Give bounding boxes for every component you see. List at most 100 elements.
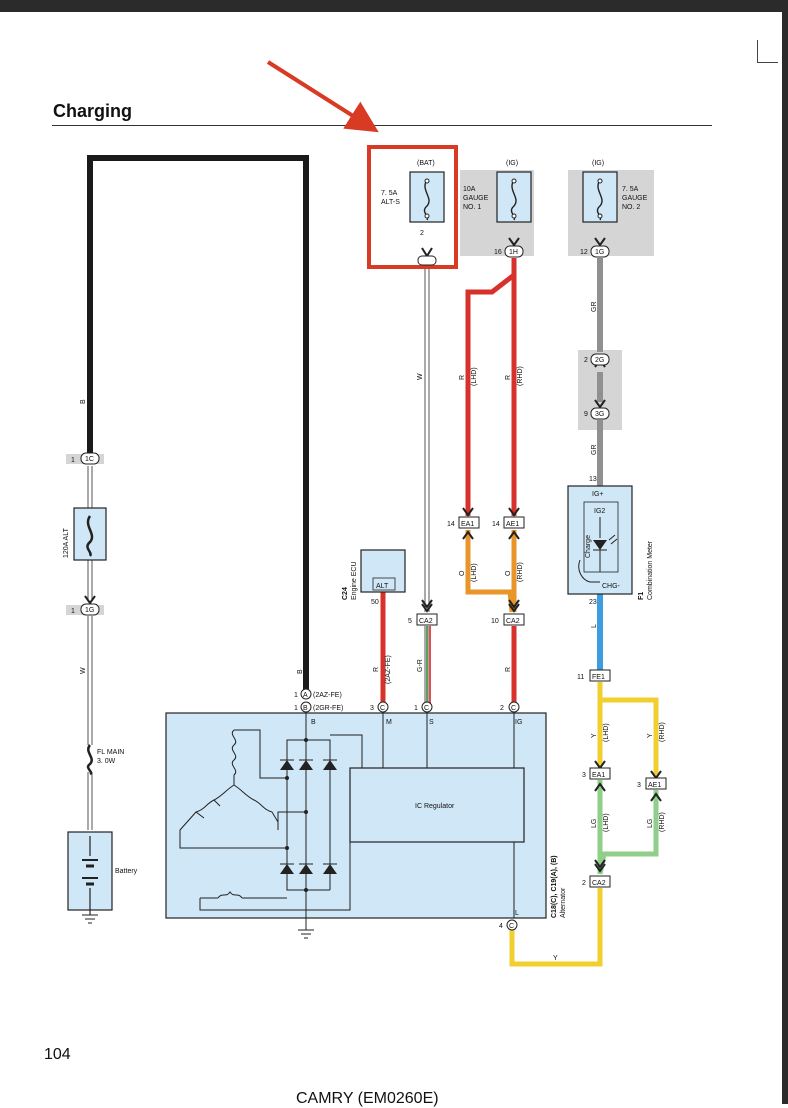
alternator-terminal-a: 1 A (2AZ-FE): [294, 688, 342, 700]
svg-text:(2AZ-FE): (2AZ-FE): [313, 692, 342, 699]
wire-label-lhd-1: (LHD): [471, 367, 478, 386]
alt-terminal-ig: IG: [515, 719, 522, 726]
combination-meter: IG+ IG2 Charge CHG- F1 Combination Meter: [567, 485, 654, 600]
ecu-code: C24: [342, 587, 349, 600]
meter-chg-minus: CHG-: [602, 583, 621, 590]
fuse-gauge2-rating: 7. 5A: [622, 186, 639, 193]
wire-label-2az: (2AZ-FE): [385, 655, 392, 684]
connector-ae1-top: 14 AE1: [492, 507, 525, 540]
svg-text:EA1: EA1: [592, 772, 605, 779]
wire-label-y-lhd: Y: [591, 733, 598, 738]
alternator-terminal-m: 3 C: [370, 701, 389, 713]
ecu-pin-50: 50: [371, 599, 379, 606]
battery-label: Battery: [115, 868, 138, 875]
connector-ca2-l: 2 CA2: [582, 859, 611, 888]
fuse-gauge2-name1: GAUGE: [622, 195, 648, 202]
alternator-codes: C18(C), C19(A), (B): [551, 855, 558, 918]
wire-label-rhd-4: (RHD): [659, 812, 666, 832]
wire-yellow-l: [509, 888, 603, 967]
fuse-gauge2-pin: 12: [580, 249, 588, 256]
meter-pin-13: 13: [589, 476, 597, 483]
title-rule: [52, 125, 712, 126]
svg-text:(2GR-FE): (2GR-FE): [313, 705, 343, 712]
connector-ca2-ig: 10 CA2: [491, 599, 525, 626]
fuse-120a-label: 120A ALT: [63, 527, 70, 558]
fuse-alt-s-source: (BAT): [417, 160, 435, 167]
svg-text:3: 3: [370, 705, 374, 712]
svg-text:1C: 1C: [85, 456, 94, 463]
wire-label-b-right: B: [297, 669, 304, 674]
fuse-gauge1-rating: 10A: [463, 186, 476, 193]
wire-label-y-rhd: Y: [647, 733, 654, 738]
fuse-gauge2-conn: 1G: [595, 249, 604, 256]
fuse-gauge1-name2: NO. 1: [463, 204, 481, 211]
ecu-terminal: ALT: [376, 583, 389, 590]
connector-3g: 9 3G: [584, 399, 610, 420]
alternator-terminal-b: 1 B (2GR-FE): [294, 701, 343, 713]
wire-label-lg-lhd: LG: [591, 819, 598, 828]
window-right-bar: [782, 0, 788, 1104]
wire-label-rhd-1: (RHD): [517, 366, 524, 386]
svg-text:CA2: CA2: [592, 880, 606, 887]
svg-text:FE1: FE1: [592, 674, 605, 681]
svg-text:1: 1: [71, 608, 75, 615]
svg-text:C: C: [424, 705, 429, 712]
wire-label-gr-bottom: GR: [591, 445, 598, 456]
meter-code: F1: [638, 592, 645, 600]
ecu-name: Engine ECU: [351, 561, 358, 600]
highlight-box: [367, 145, 458, 269]
wire-label-r-lhd: R: [459, 375, 466, 380]
svg-text:1: 1: [294, 692, 298, 699]
svg-text:CA2: CA2: [506, 618, 520, 625]
svg-text:2: 2: [584, 357, 588, 364]
svg-text:1G: 1G: [85, 607, 94, 614]
svg-text:10: 10: [491, 618, 499, 625]
wire-label-lg-rhd: LG: [647, 819, 654, 828]
alternator: B M S IG L: [165, 712, 567, 939]
connector-ea1-bottom: 3 EA1: [582, 760, 611, 792]
fuse-alt-s: (BAT) 7. 5A ALT-S 2: [381, 160, 445, 266]
fuse-alt-s-pin: 2: [420, 230, 424, 237]
svg-text:14: 14: [447, 521, 455, 528]
svg-text:A: A: [303, 692, 308, 699]
wire-label-w: W: [417, 373, 424, 380]
wire-label-lhd-2: (LHD): [471, 563, 478, 582]
page-number: 104: [44, 1046, 71, 1063]
fuse-gauge1-conn: 1H: [509, 249, 518, 256]
wire-label-rhd-2: (RHD): [517, 562, 524, 582]
alternator-terminal-s: 1 C: [414, 701, 433, 713]
fl-main-rating: 3. 0W: [97, 758, 116, 765]
fl-main-name: FL MAIN: [97, 749, 124, 756]
svg-text:EA1: EA1: [461, 521, 474, 528]
svg-text:AE1: AE1: [506, 521, 519, 528]
svg-text:1: 1: [414, 705, 418, 712]
svg-text:2: 2: [500, 705, 504, 712]
wire-black-b: [87, 155, 309, 695]
svg-text:3G: 3G: [595, 411, 604, 418]
connector-ea1-top: 14 EA1: [447, 507, 480, 540]
meter-pin-23: 23: [589, 599, 597, 606]
svg-text:3: 3: [582, 772, 586, 779]
svg-text:4: 4: [499, 923, 503, 930]
svg-text:C: C: [511, 705, 516, 712]
fuse-fl-main: FL MAIN 3. 0W: [86, 744, 124, 776]
connector-fe1: 11 FE1: [577, 669, 611, 682]
svg-text:1: 1: [294, 705, 298, 712]
svg-text:9: 9: [584, 411, 588, 418]
engine-ecu: ALT C24 Engine ECU: [342, 549, 406, 600]
fuse-gauge2-name2: NO. 2: [622, 204, 640, 211]
alt-terminal-l: L: [515, 910, 519, 917]
alternator-terminal-ig: 2 C: [500, 701, 520, 713]
svg-text:B: B: [303, 705, 308, 712]
fuse-gauge2: (IG) 7. 5A GAUGE NO. 2 12 1G: [580, 160, 648, 258]
fuse-gauge2-source: (IG): [592, 160, 604, 167]
highlight-arrow: [266, 60, 379, 133]
svg-text:C: C: [380, 705, 385, 712]
charge-led-icon: [593, 540, 607, 550]
wire-red-lhd: [465, 258, 517, 516]
svg-text:1: 1: [71, 457, 75, 464]
wire-label-r-m: R: [373, 667, 380, 672]
wire-label-g-r: G-R: [417, 659, 424, 672]
page-corner-mark: [757, 40, 778, 63]
